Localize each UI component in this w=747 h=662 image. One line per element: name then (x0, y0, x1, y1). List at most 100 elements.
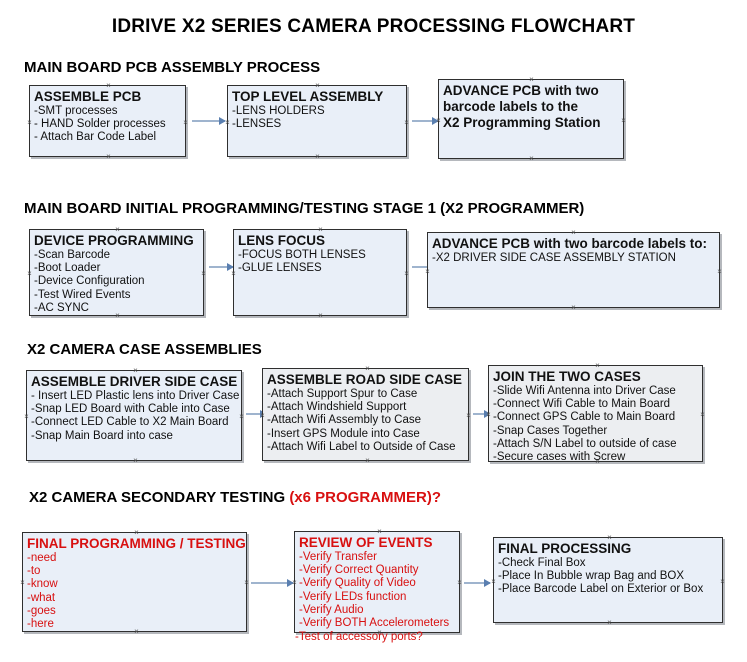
handle-left[interactable] (230, 270, 237, 277)
handle-bottom[interactable] (105, 153, 112, 160)
node-line: - Attach Bar Code Label (34, 131, 157, 144)
handle-left[interactable] (490, 578, 497, 585)
node-line: -need (27, 552, 57, 564)
handle-top[interactable] (594, 362, 601, 369)
node-line: -Scan Barcode (34, 249, 111, 261)
section-heading-main-board-initial-programming-testing-stage-1: MAIN BOARD INITIAL PROGRAMMING/TESTING S… (24, 200, 584, 217)
handle-top[interactable] (133, 529, 140, 536)
node-device-programming[interactable]: DEVICE PROGRAMMING -Scan Barcode -Boot L… (29, 229, 204, 316)
handle-top[interactable] (528, 76, 535, 83)
node-assemble-driver-side-case[interactable]: ASSEMBLE DRIVER SIDE CASE - Insert LED P… (26, 370, 242, 461)
node-advance-pcb-to-x2-programming-station[interactable]: ADVANCE PCB with two barcode labels to t… (438, 79, 624, 159)
handle-top[interactable] (317, 226, 324, 233)
handle-bottom[interactable] (528, 155, 535, 162)
section-heading-x2-camera-case-assemblies: X2 CAMERA CASE ASSEMBLIES (27, 341, 262, 358)
handle-left[interactable] (26, 270, 33, 277)
handle-bottom[interactable] (317, 312, 324, 319)
node-join-the-two-cases[interactable]: JOIN THE TWO CASES -Slide Wifi Antenna i… (488, 362, 706, 464)
node-line: -Place Barcode Label on Exterior or Box (498, 583, 704, 596)
node-header: FINAL PROGRAMMING / TESTING (27, 536, 246, 551)
connector-top-level-assembly-to-advance-pcb (412, 120, 438, 122)
node-line: - Insert LED Plastic lens into Driver Ca… (31, 390, 240, 402)
node-header: ASSEMBLE PCB (34, 89, 142, 104)
node-line: -know (27, 578, 58, 591)
node-line: -FOCUS BOTH LENSES (238, 249, 366, 261)
handle-bottom[interactable] (364, 457, 371, 464)
node-line: -Verify BOTH Accelerometers (299, 617, 450, 630)
handle-right[interactable] (200, 270, 207, 277)
handle-right[interactable] (716, 268, 723, 275)
node-line: -Secure cases with Screw (493, 451, 626, 464)
node-line: -Verify Transfer (299, 551, 377, 563)
handle-right[interactable] (182, 119, 189, 126)
handle-right[interactable] (620, 117, 627, 124)
handle-left[interactable] (26, 119, 33, 126)
node-assemble-road-side-case[interactable]: ASSEMBLE ROAD SIDE CASE -Attach Support … (262, 368, 469, 461)
handle-top[interactable] (314, 82, 321, 89)
handle-right[interactable] (456, 579, 463, 586)
node-header: TOP LEVEL ASSEMBLY (232, 89, 384, 104)
node-final-programming-testing[interactable]: FINAL PROGRAMMING / TESTING -need -to -k… (22, 532, 247, 632)
handle-bottom[interactable] (132, 457, 139, 464)
handle-left[interactable] (19, 579, 26, 586)
handle-top[interactable] (606, 534, 613, 541)
connector-road-side-to-join-cases (473, 413, 490, 415)
handle-bottom[interactable] (606, 619, 613, 626)
node-line: -Connect GPS Cable to Main Board (493, 411, 676, 424)
node-header-line-2: barcode labels to the (443, 99, 579, 114)
node-line: -Verify Correct Quantity (299, 564, 419, 577)
handle-left[interactable] (23, 413, 30, 420)
node-line: -what (27, 591, 56, 604)
handle-top[interactable] (105, 82, 112, 89)
node-line: -Attach S/N Label to outside of case (493, 437, 677, 450)
section-heading-accent: (x6 PROGRAMMER)? (289, 489, 441, 506)
node-line: -Verify Quality of Video (299, 577, 416, 590)
node-advance-pcb-to-driver-side-case-assembly[interactable]: ADVANCE PCB with two barcode labels to: … (427, 232, 720, 308)
handle-bottom[interactable] (314, 153, 321, 160)
handle-right[interactable] (403, 119, 410, 126)
connector-driver-side-to-road-side (246, 413, 266, 415)
connector-device-programming-to-lens-focus (209, 266, 233, 268)
handle-right[interactable] (238, 413, 245, 420)
connector-final-programming-to-review-of-events (251, 582, 293, 584)
handle-top[interactable] (132, 367, 139, 374)
handle-right[interactable] (403, 270, 410, 277)
connector-assemble-pcb-to-top-level-assembly (192, 120, 225, 122)
node-review-of-events[interactable]: REVIEW OF EVENTS -Verify Transfer -Verif… (294, 531, 460, 633)
node-header: DEVICE PROGRAMMING (34, 233, 194, 248)
handle-top[interactable] (114, 226, 121, 233)
handle-right[interactable] (465, 412, 472, 419)
node-line: -GLUE LENSES (238, 262, 322, 275)
node-line: -Attach Windshield Support (267, 401, 407, 414)
section-heading-text: X2 CAMERA CASE ASSEMBLIES (27, 341, 262, 358)
node-line: -LENSES (232, 118, 282, 131)
handle-right[interactable] (719, 578, 726, 585)
node-line: -Snap Main Board into case (31, 429, 173, 442)
node-header: ASSEMBLE DRIVER SIDE CASE (31, 374, 238, 389)
handle-bottom[interactable] (570, 304, 577, 311)
handle-left[interactable] (424, 268, 431, 275)
node-header: LENS FOCUS (238, 233, 326, 248)
node-lens-focus[interactable]: LENS FOCUS -FOCUS BOTH LENSES -GLUE LENS… (233, 229, 407, 316)
node-line: -Check Final Box (498, 557, 586, 569)
handle-right[interactable] (699, 411, 706, 418)
handle-top[interactable] (364, 365, 371, 372)
section-heading-text: X2 CAMERA SECONDARY TESTING (29, 489, 290, 506)
handle-top[interactable] (570, 229, 577, 236)
node-header: JOIN THE TWO CASES (493, 369, 641, 384)
node-header: FINAL PROCESSING (498, 541, 632, 556)
node-line: -Verify LEDs function (299, 590, 407, 603)
node-line: -X2 DRIVER SIDE CASE ASSEMBLY STATION (432, 252, 676, 264)
node-line: -LENS HOLDERS (232, 105, 325, 117)
node-top-level-assembly[interactable]: TOP LEVEL ASSEMBLY -LENS HOLDERS -LENSES (227, 85, 407, 157)
node-header: ASSEMBLE ROAD SIDE CASE (267, 372, 463, 387)
handle-right[interactable] (243, 579, 250, 586)
node-line: -here (27, 618, 54, 631)
node-assemble-pcb[interactable]: ASSEMBLE PCB -SMT processes - HAND Solde… (29, 85, 186, 157)
page-title: IDRIVE X2 SERIES CAMERA PROCESSING FLOWC… (111, 16, 636, 37)
node-header: ADVANCE PCB with two barcode labels to: (432, 236, 708, 251)
node-line: -Device Configuration (34, 275, 145, 288)
handle-top[interactable] (376, 528, 383, 535)
node-final-processing[interactable]: FINAL PROCESSING -Check Final Box -Place… (493, 537, 723, 623)
node-line: -AC SYNC (34, 301, 89, 314)
